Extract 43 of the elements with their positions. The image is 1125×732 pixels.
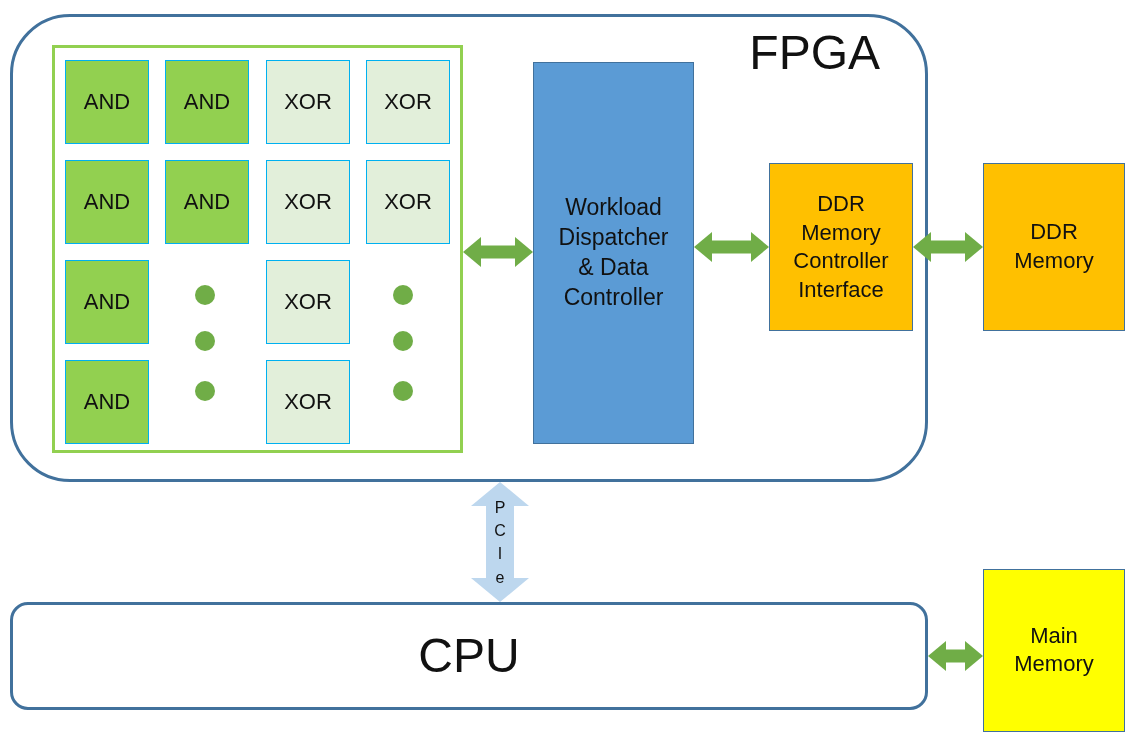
box-label: AND [82, 87, 132, 116]
xor-gate-box [266, 260, 350, 344]
edge-label: PCIe [494, 498, 506, 588]
memory-box [983, 163, 1125, 331]
and-gate-box [65, 60, 149, 144]
double-arrow [471, 482, 529, 602]
box-label: XOR [283, 387, 333, 416]
box-label: AND [82, 387, 132, 416]
double-arrow [694, 232, 769, 262]
xor-gate-box [266, 360, 350, 444]
xor-gate-box [266, 160, 350, 244]
and-gate-box [65, 160, 149, 244]
box-label: Workload Dispatcher & Data Controller [557, 193, 670, 312]
and-gate-box [165, 160, 249, 244]
double-arrow [928, 641, 983, 671]
cpu-box [10, 602, 928, 710]
and-gate-box [65, 360, 149, 444]
dispatcher-box [533, 62, 694, 444]
box-label: XOR [383, 187, 433, 216]
and-gate-box [165, 60, 249, 144]
double-arrow [913, 232, 983, 262]
box-label: XOR [283, 187, 333, 216]
box-label: XOR [383, 87, 433, 116]
box-label: AND [182, 87, 232, 116]
box-label: CPU [417, 627, 521, 684]
box-label: XOR [283, 287, 333, 316]
box-label: XOR [283, 87, 333, 116]
box-label: AND [182, 187, 232, 216]
fpga-box [10, 14, 928, 482]
box-label: AND [82, 287, 132, 316]
memory-box [983, 569, 1125, 732]
xor-gate-box [266, 60, 350, 144]
memory-controller-box [769, 163, 913, 331]
box-label: Main Memory [1013, 621, 1095, 679]
box-label: DDR Memory [1013, 218, 1095, 275]
xor-gate-box [366, 60, 450, 144]
box-label: DDR Memory Controller Interface [792, 189, 890, 304]
double-arrow [463, 237, 533, 267]
xor-gate-box [366, 160, 450, 244]
box-title: FPGA [749, 27, 880, 80]
and-gate-box [65, 260, 149, 344]
box-label: AND [82, 187, 132, 216]
gate-array-box [52, 45, 463, 453]
